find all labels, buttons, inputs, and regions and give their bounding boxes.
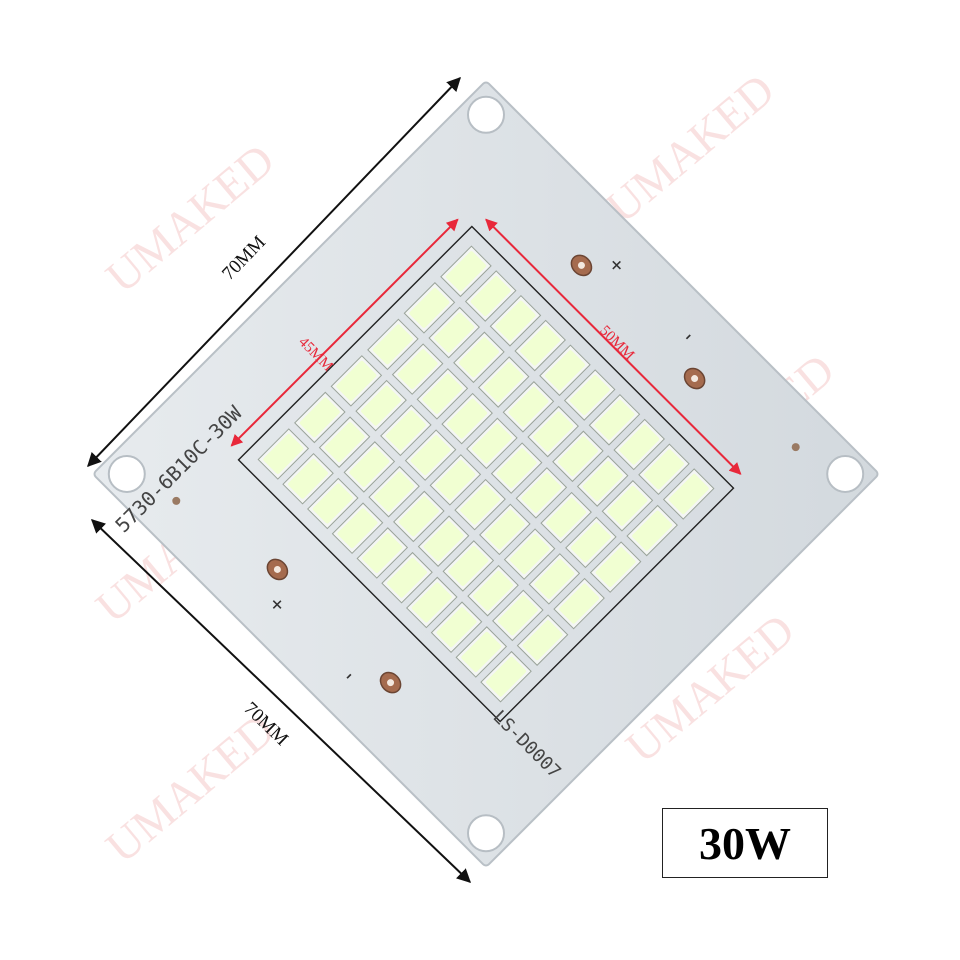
led-chip-icon [607,485,648,526]
board-height-label: 70MM [218,232,270,285]
led-chip-icon [521,472,562,513]
watermark-text: UMAKED [96,704,283,873]
via-dot [791,443,800,452]
led-chip-icon [497,595,538,636]
board-width-arrow [90,519,472,883]
led-chip-icon [288,458,329,499]
led-area-height-arrow [485,218,742,475]
led-chip-icon [312,483,353,524]
wattage-badge: 30W [662,808,828,878]
led-chip-icon [509,534,550,575]
led-chip-icon [374,471,415,512]
led-chip-icon [522,620,563,661]
led-chip-icon [534,558,575,599]
led-chip-icon [570,522,611,563]
led-chip-icon [559,583,600,624]
led-chip-icon [484,509,525,550]
mounting-hole-icon [467,95,505,134]
led-chip-icon [546,497,587,538]
led-chip-icon [473,570,514,611]
led-chip-icon [632,510,673,551]
led-chip-icon [668,474,709,515]
watermark-text: UMAKED [596,64,783,233]
led-chip-icon [486,656,527,697]
mounting-hole-icon [826,455,865,493]
led-chip-icon [461,631,502,672]
led-chip-icon [595,547,636,588]
mounting-hole-icon [467,814,505,853]
board-height-arrow [87,76,461,468]
watermark-text: UMAKED [96,134,283,303]
led-chip-icon [435,459,476,500]
led-chip-icon [460,484,501,525]
via-dot [172,496,181,505]
